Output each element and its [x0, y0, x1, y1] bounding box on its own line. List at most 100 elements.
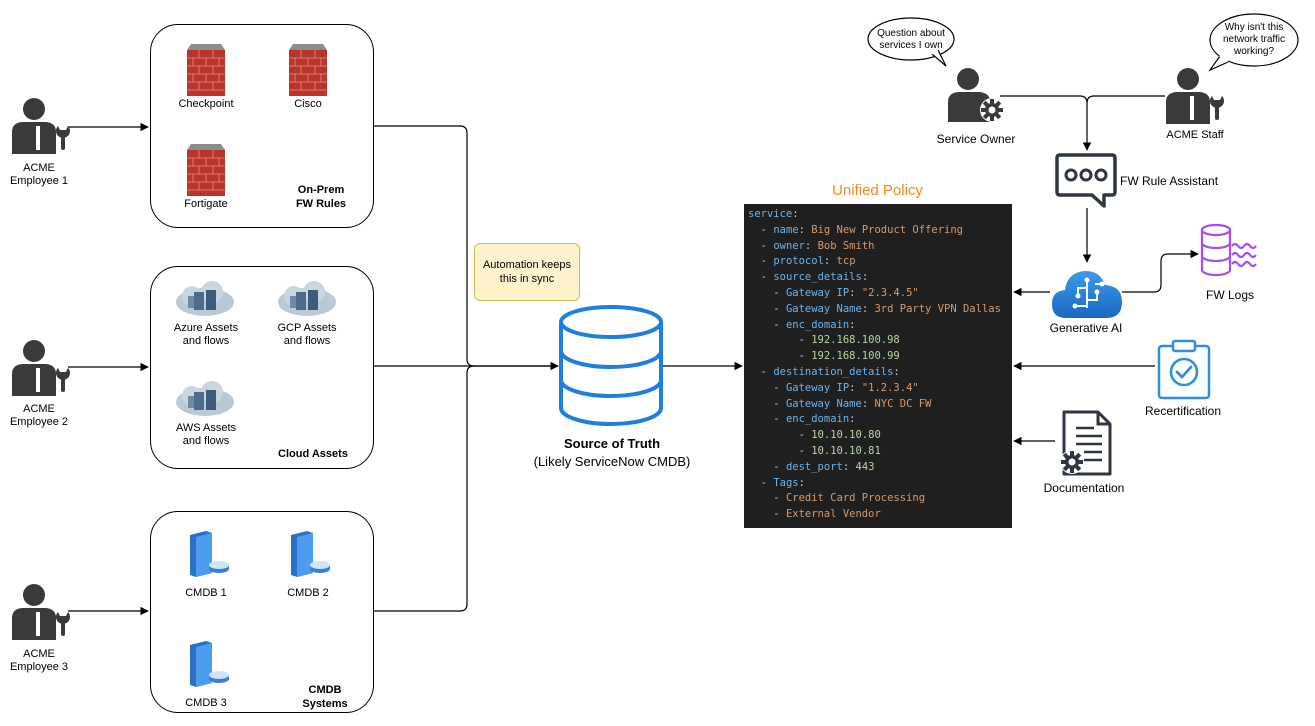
code-dash: - [773, 318, 786, 331]
employee-name-line1: ACME [23, 162, 55, 174]
policy-code-line: - name: Big New Product Offering [748, 223, 1012, 239]
person-wrench-icon [12, 584, 70, 640]
code-indent [748, 255, 761, 267]
code-sep: : [849, 381, 862, 394]
speech-bubble-owner [867, 17, 955, 67]
policy-code-panel: service: - name: Big New Product Offerin… [744, 204, 1012, 528]
code-indent [748, 319, 773, 331]
database-icon [559, 305, 663, 426]
employee-name-line2: Employee 2 [9, 416, 69, 428]
code-val: NYC DC FW [874, 397, 932, 410]
code-val: Big New Product Offering [811, 223, 963, 236]
code-dash: - [760, 223, 774, 236]
code-indent [748, 287, 773, 299]
policy-code-line: - Gateway Name: NYC DC FW [748, 397, 1012, 413]
firewall-icon [187, 144, 225, 196]
policy-code-line: - Tags: [748, 476, 1012, 492]
onprem-item-label: Cisco [294, 98, 322, 110]
onprem-title-line2: FW Rules [295, 198, 347, 210]
code-val: 10.10.10.81 [811, 444, 881, 457]
code-key: service [748, 208, 793, 220]
code-key: Gateway IP [785, 286, 850, 299]
code-dash: - [773, 381, 786, 394]
clipboard-check-icon [1157, 339, 1211, 400]
code-sep: : [861, 302, 875, 315]
source-of-truth-title: Source of Truth [563, 436, 661, 451]
code-val: External Vendor [785, 508, 881, 521]
code-dash: - [773, 302, 786, 315]
policy-code-line: - External Vendor [748, 507, 1012, 523]
code-indent [748, 477, 761, 489]
policy-code-line: - owner: Bob Smith [748, 239, 1012, 255]
cmdb-title-line1: CMDB [308, 684, 342, 696]
cloud-item-line2: and flows [283, 335, 331, 347]
source-of-truth-subtitle: (Likely ServiceNow CMDB) [533, 454, 691, 469]
code-val: "2.3.4.5" [861, 286, 919, 299]
code-indent [748, 508, 773, 520]
policy-code-line: - dest_port: 443 [748, 460, 1012, 476]
cmdb-group [150, 511, 374, 713]
bubble-owner-line1: Question about [877, 28, 945, 39]
bubble-owner-line2: services I own [879, 40, 943, 51]
policy-code-line: - Gateway IP: "1.2.3.4" [748, 381, 1012, 397]
code-key: name [773, 223, 799, 236]
code-dash: - [773, 286, 786, 299]
logs-db-icon [1200, 223, 1257, 277]
fw-rule-assistant-label: FW Rule Assistant [1120, 174, 1219, 188]
code-dash: - [798, 429, 812, 442]
bubble-staff-line3: working? [1233, 46, 1275, 57]
code-sep: : [792, 208, 799, 220]
code-indent [748, 461, 773, 473]
cmdb-title-line2: Systems [302, 698, 348, 710]
policy-code-line: - protocol: tcp [748, 254, 1012, 270]
policy-code-line: - Gateway IP: "2.3.4.5" [748, 286, 1012, 302]
code-indent [748, 492, 773, 504]
code-indent [748, 271, 761, 283]
code-key: source_details [773, 271, 862, 284]
onprem-title-line1: On-Prem [297, 184, 345, 196]
chat-bubble-icon [1055, 153, 1117, 208]
fw-logs-label: FW Logs [1205, 288, 1254, 302]
code-sep: : [849, 318, 856, 331]
code-key: enc_domain [785, 318, 850, 331]
code-sep: : [798, 476, 805, 489]
code-val: Credit Card Processing [785, 492, 926, 505]
code-dash: - [760, 271, 774, 284]
sync-note: Automation keeps this in sync [474, 243, 580, 301]
cmdb-item-label: CMDB 2 [287, 587, 329, 599]
employee-name-line2: Employee 1 [9, 175, 69, 187]
cloud-server-icon [176, 381, 234, 416]
policy-code-line: - Gateway Name: 3rd Party VPN Dallas [748, 302, 1012, 318]
code-val: 3rd Party VPN Dallas [874, 302, 1001, 315]
code-sep: : [849, 286, 862, 299]
cloud-server-icon [278, 281, 336, 316]
cloud-item-line1: GCP Assets [277, 322, 337, 334]
employee-name-line2: Employee 3 [9, 661, 69, 673]
code-indent [748, 398, 773, 410]
code-dash: - [773, 460, 786, 473]
code-val: "1.2.3.4" [861, 381, 919, 394]
ai-cloud-icon [1052, 270, 1122, 318]
policy-code-line: - 192.168.100.99 [748, 349, 1012, 365]
code-key: Gateway Name [785, 302, 862, 315]
firewall-icon [289, 44, 327, 96]
code-sep: : [823, 255, 837, 268]
generative-ai-label: Generative AI [1049, 321, 1123, 335]
code-sep: : [861, 271, 869, 284]
cmdb-server-icon [190, 641, 229, 687]
sync-note-line2: this in sync [499, 273, 555, 285]
person-gear-icon [948, 68, 1004, 122]
code-dash: - [760, 255, 774, 268]
recertification-label: Recertification [1144, 404, 1222, 418]
cloud-server-icon [176, 281, 234, 316]
code-dash: - [798, 444, 812, 457]
cmdb-item-label: CMDB 3 [185, 697, 227, 709]
speech-bubble-staff [1208, 13, 1299, 72]
code-val: 192.168.100.98 [811, 334, 900, 347]
policy-code-line: - source_details: [748, 270, 1012, 286]
cloud-item-line1: AWS Assets [175, 422, 237, 434]
code-val: Bob Smith [817, 239, 875, 252]
code-dash: - [773, 508, 786, 521]
code-dash: - [773, 413, 786, 426]
code-sep: : [861, 397, 875, 410]
